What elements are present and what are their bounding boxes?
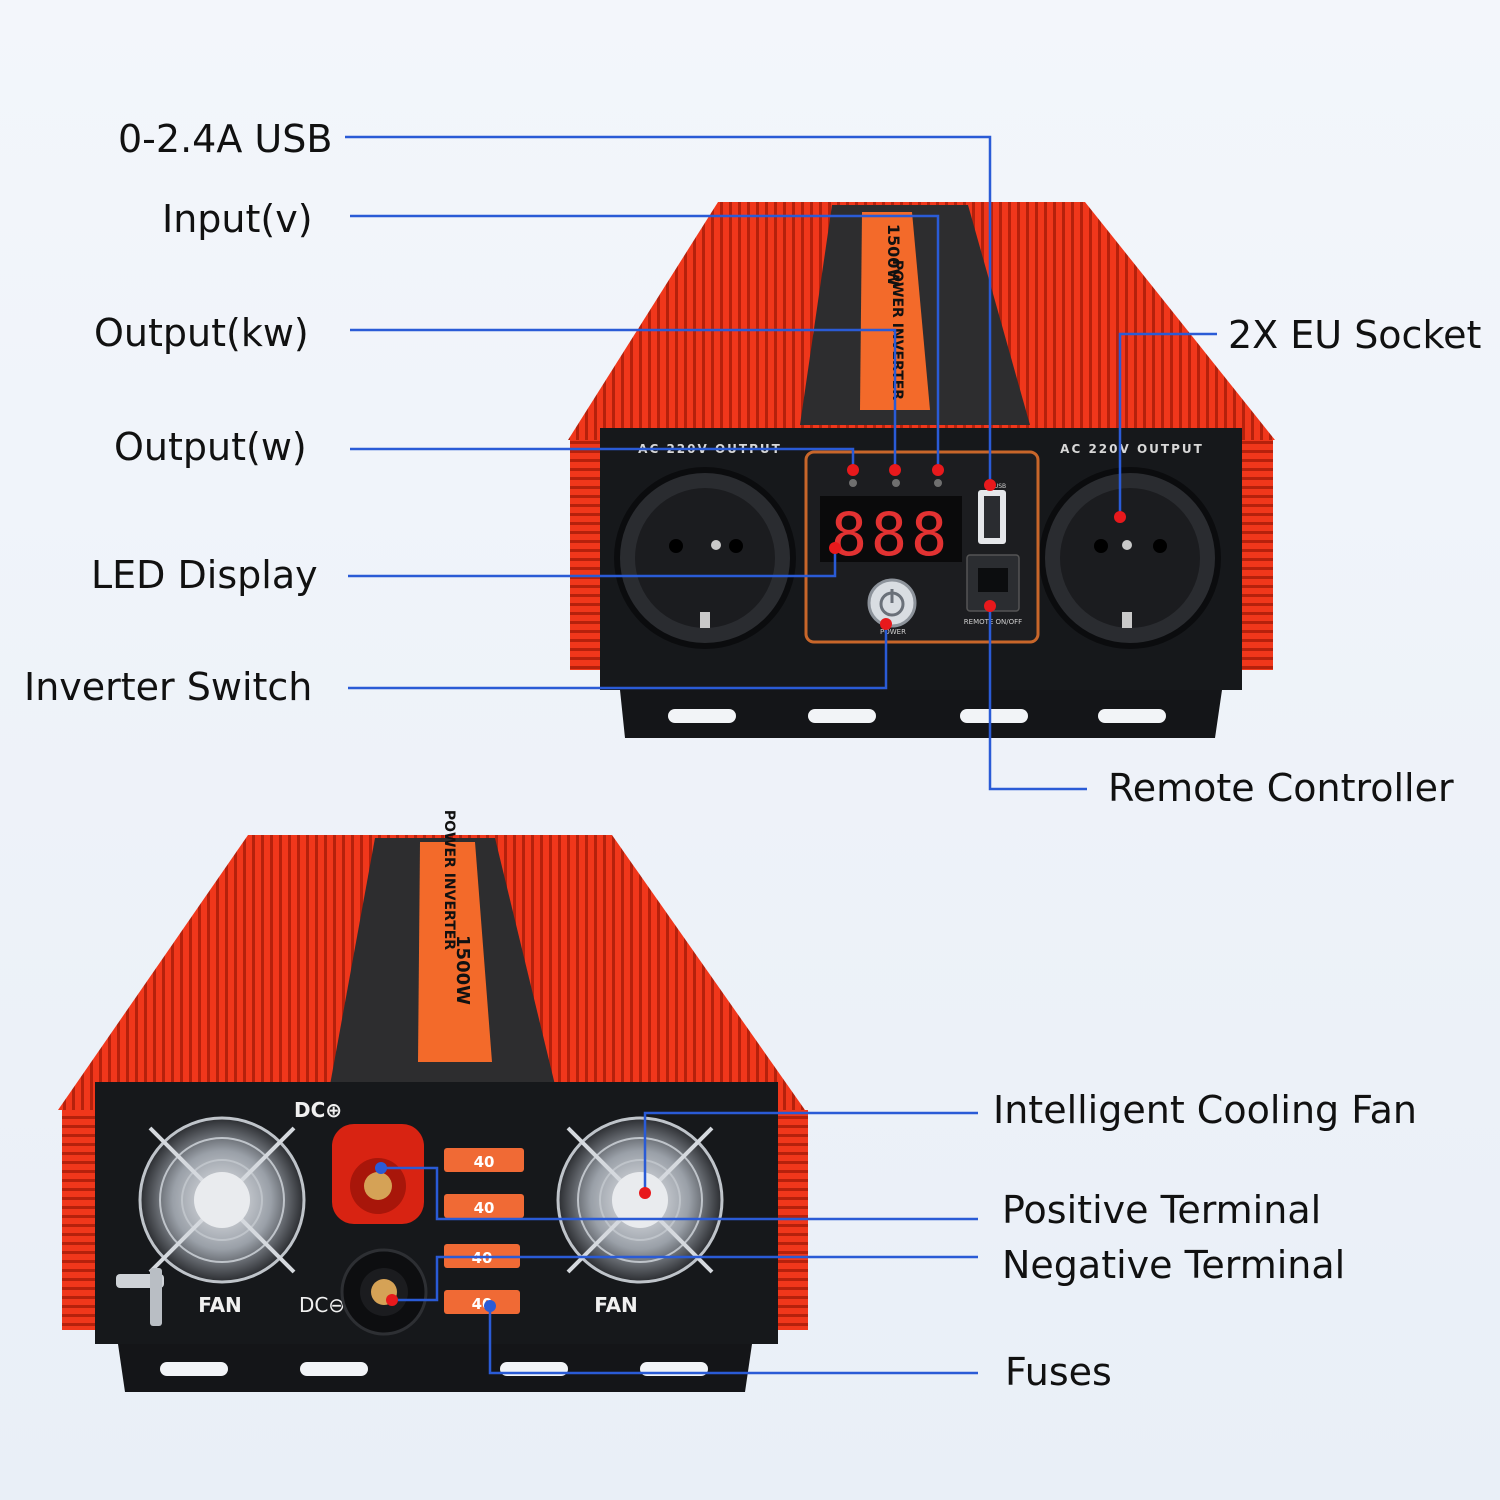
- callout-output-w: Output(w): [114, 425, 307, 469]
- callout-output-kw: Output(kw): [94, 311, 309, 355]
- power-button[interactable]: [867, 578, 917, 628]
- dc-positive-label: DC⊕: [294, 1098, 342, 1122]
- leader-output-kw: [350, 328, 897, 470]
- svg-text:40: 40: [474, 1199, 495, 1217]
- rear-mount-slot-2: [300, 1362, 368, 1376]
- front-label-rating: 1500W: [884, 224, 903, 287]
- callout-remote-controller: Remote Controller: [1108, 766, 1454, 810]
- rear-label-rating: 1500W: [452, 935, 473, 1005]
- ac-output-right-label: AC 220V OUTPUT: [1060, 442, 1204, 456]
- indicator-led-output-w: [934, 479, 942, 487]
- positive-terminal[interactable]: [332, 1124, 424, 1224]
- dot-cooling-fan: [639, 1187, 651, 1199]
- fuse-2[interactable]: 40: [444, 1194, 524, 1218]
- dot-input-v: [932, 464, 944, 476]
- leader-usb: [345, 135, 992, 485]
- leader-led-display: [348, 548, 837, 578]
- dot-positive-terminal: [375, 1162, 387, 1174]
- leader-eu-socket: [1118, 332, 1217, 517]
- remote-port[interactable]: [966, 554, 1020, 612]
- negative-terminal[interactable]: [340, 1248, 428, 1336]
- cooling-fan-right: [556, 1116, 724, 1284]
- svg-text:40: 40: [474, 1153, 495, 1171]
- rear-inverter: POWER INVERTER 1500W FAN FAN: [58, 810, 808, 1392]
- front-mount-slot-2: [808, 709, 876, 723]
- eu-socket-right[interactable]: [1039, 467, 1221, 649]
- usb-port[interactable]: [978, 490, 1006, 544]
- dot-inverter-switch: [880, 618, 892, 630]
- power-label: POWER: [880, 628, 906, 636]
- front-inverter: 1500W POWER INVERTER AC 220V OUTPUT AC 2…: [568, 202, 1275, 738]
- indicator-led-input: [849, 479, 857, 487]
- led-display: [820, 496, 962, 562]
- callout-inverter-switch: Inverter Switch: [24, 665, 313, 709]
- front-mount-slot-4: [1098, 709, 1166, 723]
- callout-input-v: Input(v): [162, 197, 313, 241]
- fuse-1[interactable]: 40: [444, 1148, 524, 1172]
- dot-fuses: [484, 1300, 496, 1312]
- dc-negative-label: DC⊖: [299, 1293, 345, 1317]
- leader-fuses: [488, 1306, 978, 1375]
- rear-label-orange: [418, 842, 492, 1062]
- cooling-fan-left: [138, 1116, 306, 1284]
- leader-remote-controller: [988, 606, 1087, 791]
- fan-left-label: FAN: [198, 1293, 242, 1317]
- leader-lines: [345, 135, 1217, 1375]
- dot-remote-controller: [984, 600, 996, 612]
- callout-led-display: LED Display: [91, 553, 318, 597]
- leader-dots: [375, 464, 1126, 1312]
- fan-right-label: FAN: [594, 1293, 638, 1317]
- front-mount-slot-1: [668, 709, 736, 723]
- rear-label-brand: POWER INVERTER: [441, 810, 457, 950]
- callout-negative-terminal: Negative Terminal: [1002, 1243, 1346, 1287]
- usb-label: USB: [994, 483, 1006, 490]
- callout-usb: 0-2.4A USB: [118, 117, 333, 161]
- dot-output-w: [847, 464, 859, 476]
- rear-mount-base: [118, 1344, 752, 1392]
- indicator-led-output-kw: [892, 479, 900, 487]
- leader-negative-terminal: [392, 1255, 978, 1302]
- front-label-brand: POWER INVERTER: [889, 260, 905, 400]
- remote-label: REMOTE ON/OFF: [964, 618, 1022, 626]
- dot-led-display: [829, 542, 841, 554]
- leader-inverter-switch: [348, 624, 888, 690]
- dot-usb: [984, 479, 996, 491]
- led-display-digits: 888: [831, 500, 951, 570]
- rear-mount-slot-1: [160, 1362, 228, 1376]
- dot-negative-terminal: [386, 1294, 398, 1306]
- dot-output-kw: [889, 464, 901, 476]
- dot-eu-socket: [1114, 511, 1126, 523]
- eu-socket-left[interactable]: [614, 467, 796, 649]
- leader-positive-terminal: [381, 1166, 978, 1221]
- leader-output-w: [350, 447, 855, 470]
- callout-eu-socket: 2X EU Socket: [1228, 313, 1482, 357]
- front-mount-slot-3: [960, 709, 1028, 723]
- ground-screw[interactable]: [116, 1268, 164, 1326]
- fuse-4[interactable]: 40: [444, 1290, 520, 1314]
- front-mount-base: [620, 690, 1222, 738]
- callout-positive-terminal: Positive Terminal: [1002, 1188, 1322, 1232]
- leader-input-v: [350, 214, 940, 470]
- leader-cooling-fan: [643, 1111, 978, 1193]
- front-label-orange: [860, 212, 930, 410]
- callout-cooling-fan: Intelligent Cooling Fan: [993, 1088, 1417, 1132]
- callout-fuses: Fuses: [1005, 1350, 1112, 1394]
